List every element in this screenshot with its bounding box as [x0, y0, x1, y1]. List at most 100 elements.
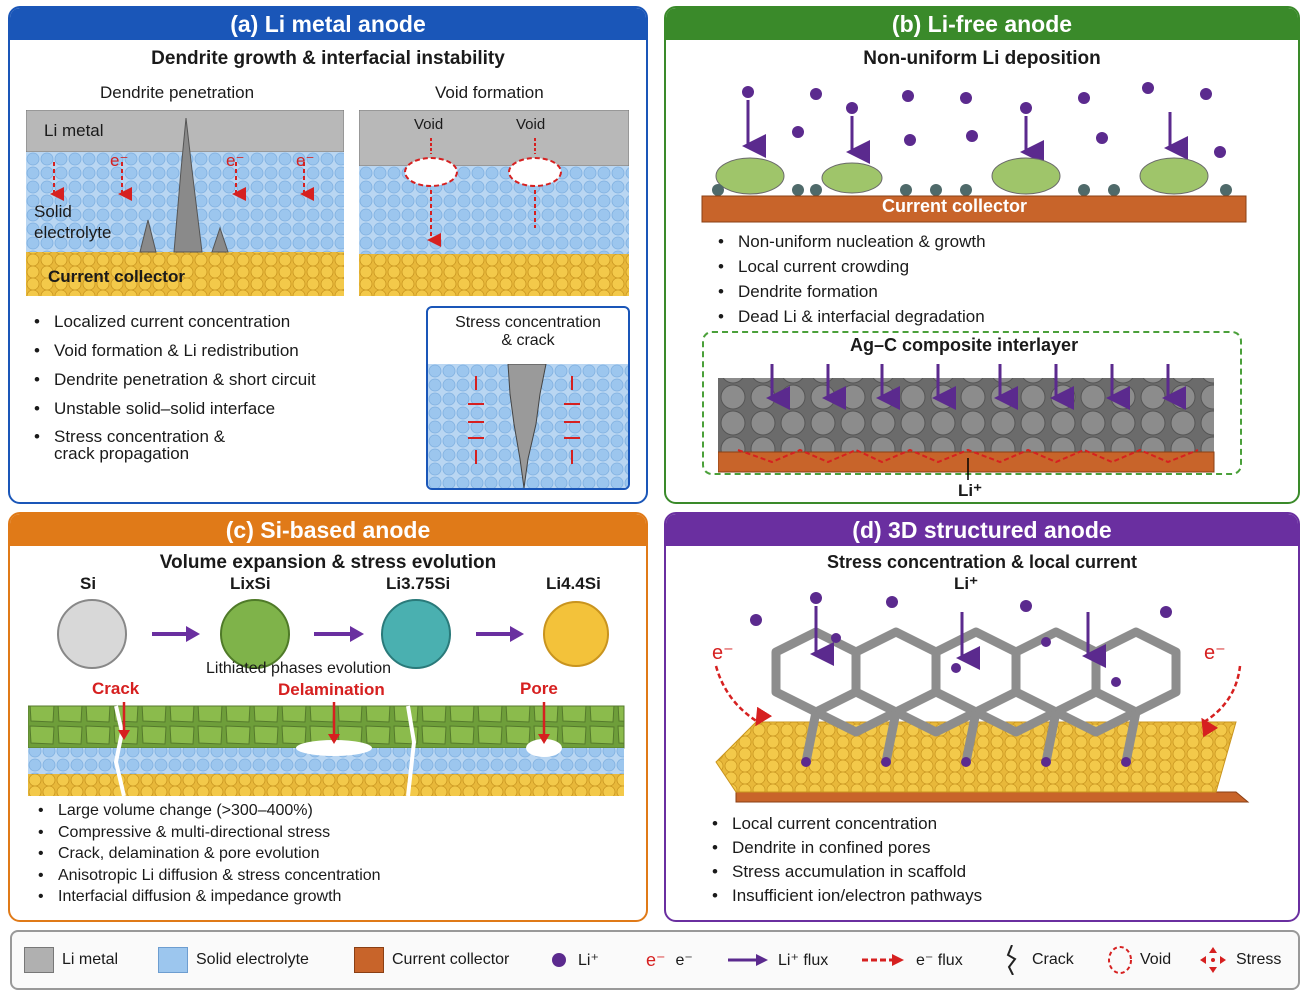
legend-label: Li⁺	[578, 952, 599, 969]
crack-icon	[1006, 945, 1017, 975]
legend-crack: Crack	[1002, 932, 1074, 988]
interlayer-title: Ag–C composite interlayer	[850, 335, 1079, 355]
legend-label: e⁻	[675, 952, 693, 969]
list-item: Local current concentration	[710, 812, 982, 836]
crack-schematic	[428, 364, 628, 488]
stress-inset-title: & crack	[501, 332, 555, 349]
legend-li-flux: Li⁺ flux	[728, 932, 828, 988]
list-item: Large volume change (>300–400%)	[36, 800, 381, 822]
scaffold-schematic	[714, 592, 1250, 803]
panel-a-title: (a) Li metal anode	[10, 8, 646, 40]
list-item: Non-uniform nucleation & growth	[716, 229, 986, 254]
list-item: Local current crowding	[716, 254, 986, 279]
current-collector-swatch	[354, 947, 384, 973]
dendrite-title: Dendrite penetration	[100, 83, 255, 102]
void-label: Void	[516, 116, 546, 133]
list-item: Insufficient ion/electron pathways	[710, 884, 982, 908]
list-item: Anisotropic Li diffusion & stress concen…	[36, 865, 381, 887]
li-metal-swatch	[24, 947, 54, 973]
deposition-schematic	[701, 82, 1247, 223]
current-collector-label: Current collector	[882, 196, 1028, 216]
panel-c: (c) Si-based anode Volume expansion & st…	[8, 512, 648, 922]
pore-label: Pore	[520, 679, 558, 698]
list-item: Stress accumulation in scaffold	[710, 860, 982, 884]
void-schematic	[359, 110, 629, 296]
legend-solid-electrolyte: Solid electrolyte	[158, 932, 309, 988]
solid-electrolyte-label: electrolyte	[34, 223, 112, 242]
legend-li-metal: Li metal	[24, 932, 118, 988]
panel-d-title: (d) 3D structured anode	[666, 514, 1298, 546]
panel-d-bullets: Local current concentration Dendrite in …	[710, 812, 982, 908]
list-item: Dendrite formation	[716, 279, 986, 304]
legend-label: Li⁺ flux	[778, 952, 829, 969]
legend: Li metal Solid electrolyte Current colle…	[10, 930, 1300, 990]
panel-b: (b) Li-free anode Non-uniform Li deposit…	[664, 6, 1300, 504]
list-item: Void formation & Li redistribution	[32, 336, 316, 365]
crack-label: Crack	[92, 679, 140, 698]
legend-void: Void	[1106, 932, 1171, 988]
interlayer-schematic	[718, 364, 1215, 480]
stress-inset: Stress concentration & crack	[426, 306, 630, 490]
legend-label: Li metal	[62, 951, 119, 968]
electron-label: e⁻	[296, 151, 315, 170]
interlayer-box	[702, 331, 1242, 475]
list-item: Dendrite in confined pores	[710, 836, 982, 860]
phase-label-si: Si	[80, 574, 97, 593]
phases-caption: Lithiated phases evolution	[206, 660, 392, 677]
panel-c-bullets: Large volume change (>300–400%) Compress…	[36, 800, 381, 908]
li-ion-icon	[552, 953, 566, 967]
dendrite-schematic	[26, 110, 344, 296]
panel-a: (a) Li metal anode Dendrite growth & int…	[8, 6, 648, 504]
electron-label: e⁻	[1204, 642, 1226, 664]
list-item-continuation: crack propagation	[54, 444, 190, 463]
li-ion-label: Li⁺	[958, 481, 983, 500]
panel-b-title: (b) Li-free anode	[666, 8, 1298, 40]
list-item: Dendrite penetration & short circuit	[32, 365, 316, 394]
legend-label: Solid electrolyte	[196, 951, 309, 968]
phase-label-li44si: Li4.4Si	[546, 574, 601, 593]
stress-icon	[1200, 947, 1226, 973]
legend-label: e⁻ flux	[916, 952, 963, 969]
phase-label-lixsi: LixSi	[230, 574, 271, 593]
current-collector-label: Current collector	[48, 267, 185, 286]
panel-a-bullets: Localized current concentration Void for…	[32, 307, 316, 450]
list-item: Dead Li & interfacial degradation	[716, 304, 986, 329]
legend-label: Stress	[1236, 951, 1282, 968]
solid-electrolyte-swatch	[158, 947, 188, 973]
electron-label: e⁻	[110, 151, 129, 170]
void-icon	[1108, 946, 1132, 974]
phase-label-li375si: Li3.75Si	[386, 574, 451, 593]
panel-a-subtitle: Dendrite growth & interfacial instabilit…	[151, 48, 505, 69]
legend-stress: Stress	[1198, 932, 1281, 988]
phase-evolution	[57, 599, 609, 669]
panel-d: (d) 3D structured anode Stress concentra…	[664, 512, 1300, 922]
electron-label: e⁻	[226, 151, 245, 170]
solid-electrolyte-label: Solid	[34, 202, 72, 221]
panel-b-subtitle: Non-uniform Li deposition	[863, 48, 1101, 69]
legend-current-collector: Current collector	[354, 932, 509, 988]
panel-c-subtitle: Volume expansion & stress evolution	[159, 552, 497, 573]
list-item: Unstable solid–solid interface	[32, 394, 316, 423]
legend-label: Crack	[1032, 951, 1074, 968]
panel-d-subtitle: Stress concentration & local current	[826, 552, 1138, 572]
legend-label: Current collector	[392, 951, 510, 968]
list-item: Localized current concentration	[32, 307, 316, 336]
e-flux-arrow-icon	[862, 954, 904, 966]
legend-electron: e⁻ e⁻	[646, 932, 693, 988]
panel-b-bullets: Non-uniform nucleation & growth Local cu…	[716, 229, 986, 329]
delamination-label: Delamination	[278, 680, 385, 699]
void-label: Void	[414, 116, 444, 133]
list-item: Crack, delamination & pore evolution	[36, 843, 381, 865]
electron-label: e⁻	[712, 642, 734, 664]
li-flux-arrow-icon	[728, 954, 768, 966]
stress-inset-title: Stress concentration	[455, 314, 601, 331]
legend-e-flux: e⁻ flux	[862, 932, 963, 988]
li-ion-label: Li⁺	[954, 574, 979, 593]
list-item: Interfacial diffusion & impedance growth	[36, 886, 381, 908]
panel-c-title: (c) Si-based anode	[10, 514, 646, 546]
legend-label: Void	[1140, 951, 1172, 968]
li-metal-label: Li metal	[44, 121, 104, 140]
legend-li-ion: Li⁺	[552, 932, 599, 988]
si-electrode-schematic	[28, 702, 625, 797]
void-title: Void formation	[435, 83, 544, 102]
